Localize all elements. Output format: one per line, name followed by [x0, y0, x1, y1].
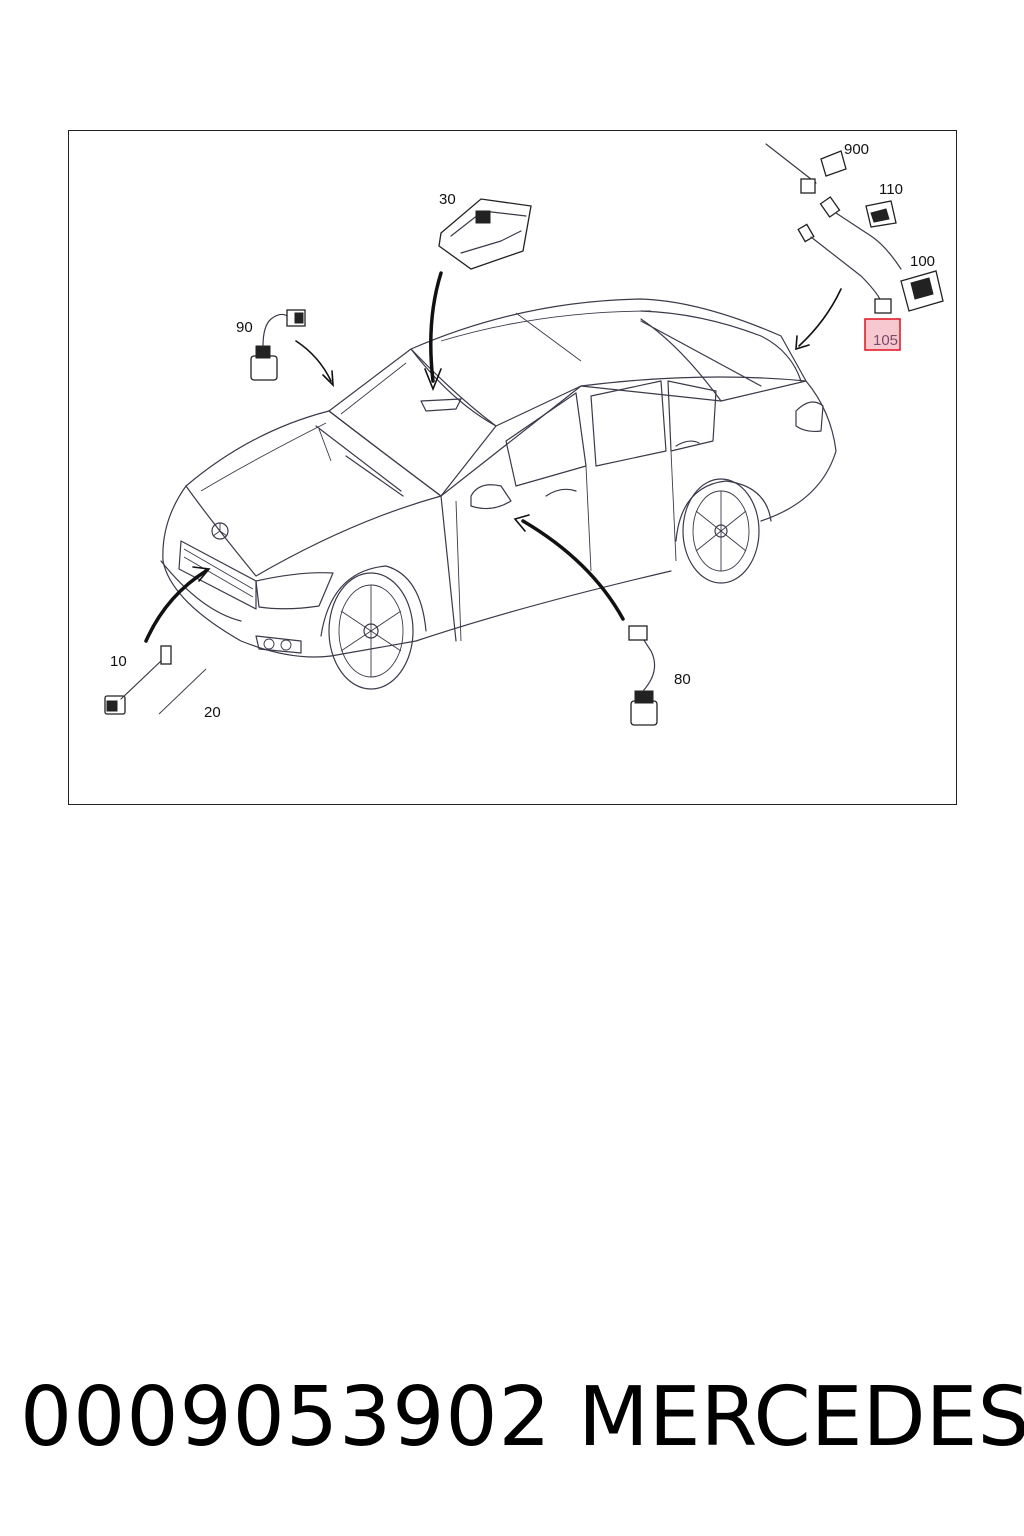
- arrow-80: [521, 519, 625, 621]
- part-900-connector: [765, 143, 847, 194]
- callout-90: 90: [236, 319, 253, 336]
- part-110-bracket: [819, 196, 902, 270]
- part-105-cable: [797, 223, 892, 314]
- callout-20: 20: [204, 704, 221, 721]
- callout-30: 30: [439, 191, 456, 208]
- callout-900: 900: [844, 141, 869, 158]
- arrow-30: [429, 271, 443, 383]
- arrow-rear: [798, 288, 842, 347]
- brand-name-text: MERCEDES: [578, 1370, 1024, 1465]
- arrow-90: [295, 340, 332, 382]
- part-90-camera: [250, 309, 306, 381]
- arrow-30-head: [424, 368, 442, 392]
- callout-110: 110: [879, 181, 903, 198]
- leader-20: [158, 668, 207, 715]
- arrow-80-head: [513, 514, 530, 532]
- part-100-rear-camera: [900, 270, 944, 312]
- parts-diagram: 900 110 100 105 30 90 10 20 80: [104, 141, 944, 726]
- arrow-rear-head: [795, 335, 810, 351]
- arrow-10-head: [192, 566, 211, 582]
- parts-diagram-frame: 900 110 100 105 30 90 10 20 80: [68, 130, 957, 805]
- callout-105-highlight: [864, 318, 901, 351]
- arrow-90-head: [322, 370, 334, 388]
- callout-80: 80: [674, 671, 691, 688]
- callout-10: 10: [110, 653, 127, 670]
- callout-105: 105: [873, 332, 898, 349]
- part-number-text: 0009053902: [20, 1370, 552, 1465]
- part-10-sensor: [104, 645, 172, 715]
- car-illustration: [160, 298, 837, 690]
- callout-100: 100: [910, 253, 935, 270]
- part-80-camera: [628, 625, 658, 726]
- arrow-10: [144, 569, 208, 643]
- part-30-control-unit: [438, 198, 532, 270]
